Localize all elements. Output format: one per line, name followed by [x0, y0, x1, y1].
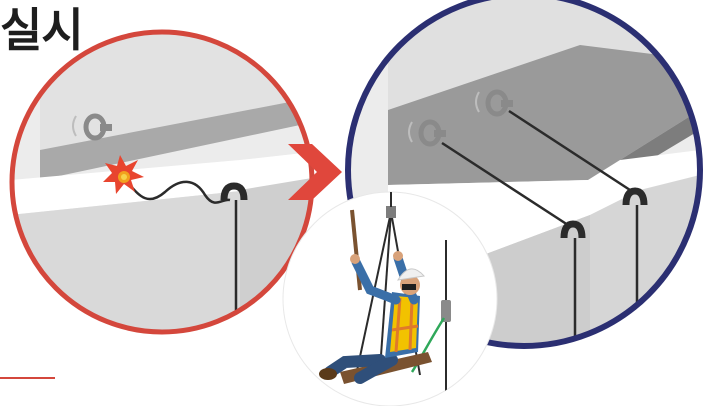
incorrect-scene	[0, 0, 330, 340]
